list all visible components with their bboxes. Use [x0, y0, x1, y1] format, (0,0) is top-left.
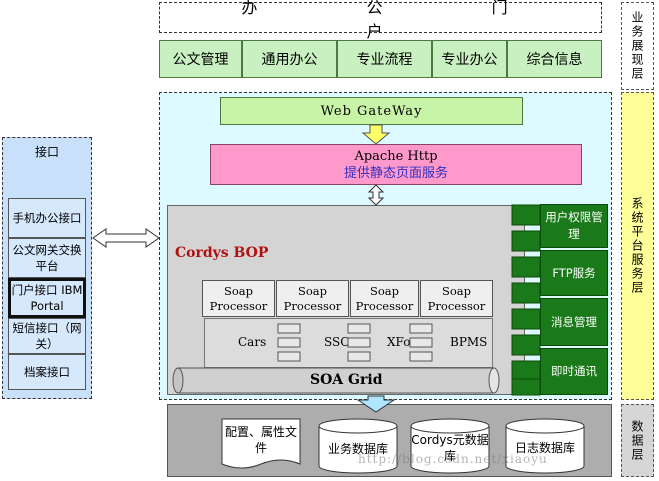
config-file-shape — [221, 418, 301, 469]
cordys-bop-title: Cordys BOP — [175, 245, 269, 261]
module-bpms: BPMS — [450, 335, 488, 349]
service-message[interactable]: 消息管理 — [540, 298, 608, 346]
soap-processor-1: Soap Processor — [202, 280, 275, 317]
apache-name: Apache Http — [354, 148, 438, 164]
interface-item-portal[interactable]: 门户接口 IBM Portal — [8, 278, 86, 318]
layer-data: 数据层 — [621, 404, 654, 477]
layer-platform-service: 系统平台服务层 — [621, 92, 654, 400]
portal-title: 办 公 门 户 — [159, 0, 602, 41]
watermark-text: http://blog.csdn.net/xiaoyu — [358, 452, 548, 466]
web-gateway-box: Web GateWay — [220, 97, 523, 125]
tab-general-info[interactable]: 综合信息 — [507, 40, 602, 78]
db-cordys-meta-label: Cordys元数据库 — [411, 433, 489, 463]
soap-processor-3: Soap Processor — [350, 280, 419, 317]
db-cordys-meta-shape — [410, 418, 490, 474]
service-stack-frame — [511, 204, 541, 396]
layer-presentation: 业务展现层 — [621, 2, 654, 90]
interface-title: 接口 — [34, 144, 59, 159]
service-user-permission[interactable]: 用户权限管理 — [540, 204, 608, 248]
arrow-interface-platform — [92, 228, 160, 248]
module-sso: SSO — [324, 335, 351, 349]
db-log-shape — [505, 418, 585, 474]
interface-item-doc-gateway[interactable]: 公文网关交换平台 — [8, 238, 86, 278]
soap-processor-4: Soap Processor — [420, 280, 493, 317]
soa-grid-cylinder — [172, 367, 500, 394]
service-im[interactable]: 即时通讯 — [540, 348, 608, 395]
tab-pro-office[interactable]: 专业办公 — [432, 40, 507, 78]
apache-desc: 提供静态页面服务 — [343, 165, 448, 181]
module-cars: Cars — [238, 335, 267, 349]
module-connectors — [277, 323, 433, 362]
db-log-label: 日志数据库 — [514, 441, 575, 455]
interface-item-mobile[interactable]: 手机办公接口 — [8, 198, 86, 238]
tab-official-docs[interactable]: 公文管理 — [159, 40, 242, 78]
tab-pro-process[interactable]: 专业流程 — [337, 40, 432, 78]
interface-item-sms[interactable]: 短信接口（网关） — [8, 318, 86, 354]
tab-general-office[interactable]: 通用办公 — [242, 40, 337, 78]
soap-processor-2: Soap Processor — [276, 280, 349, 317]
db-business-shape — [318, 418, 398, 474]
service-ftp[interactable]: FTP服务 — [540, 250, 608, 296]
config-file-label: 配置、属性文件 — [224, 425, 297, 455]
interface-item-archive[interactable]: 档案接口 — [8, 354, 86, 390]
db-business-label: 业务数据库 — [327, 441, 388, 456]
apache-box: Apache Http 提供静态页面服务 — [210, 144, 582, 185]
soa-grid-label: SOA Grid — [310, 372, 383, 388]
